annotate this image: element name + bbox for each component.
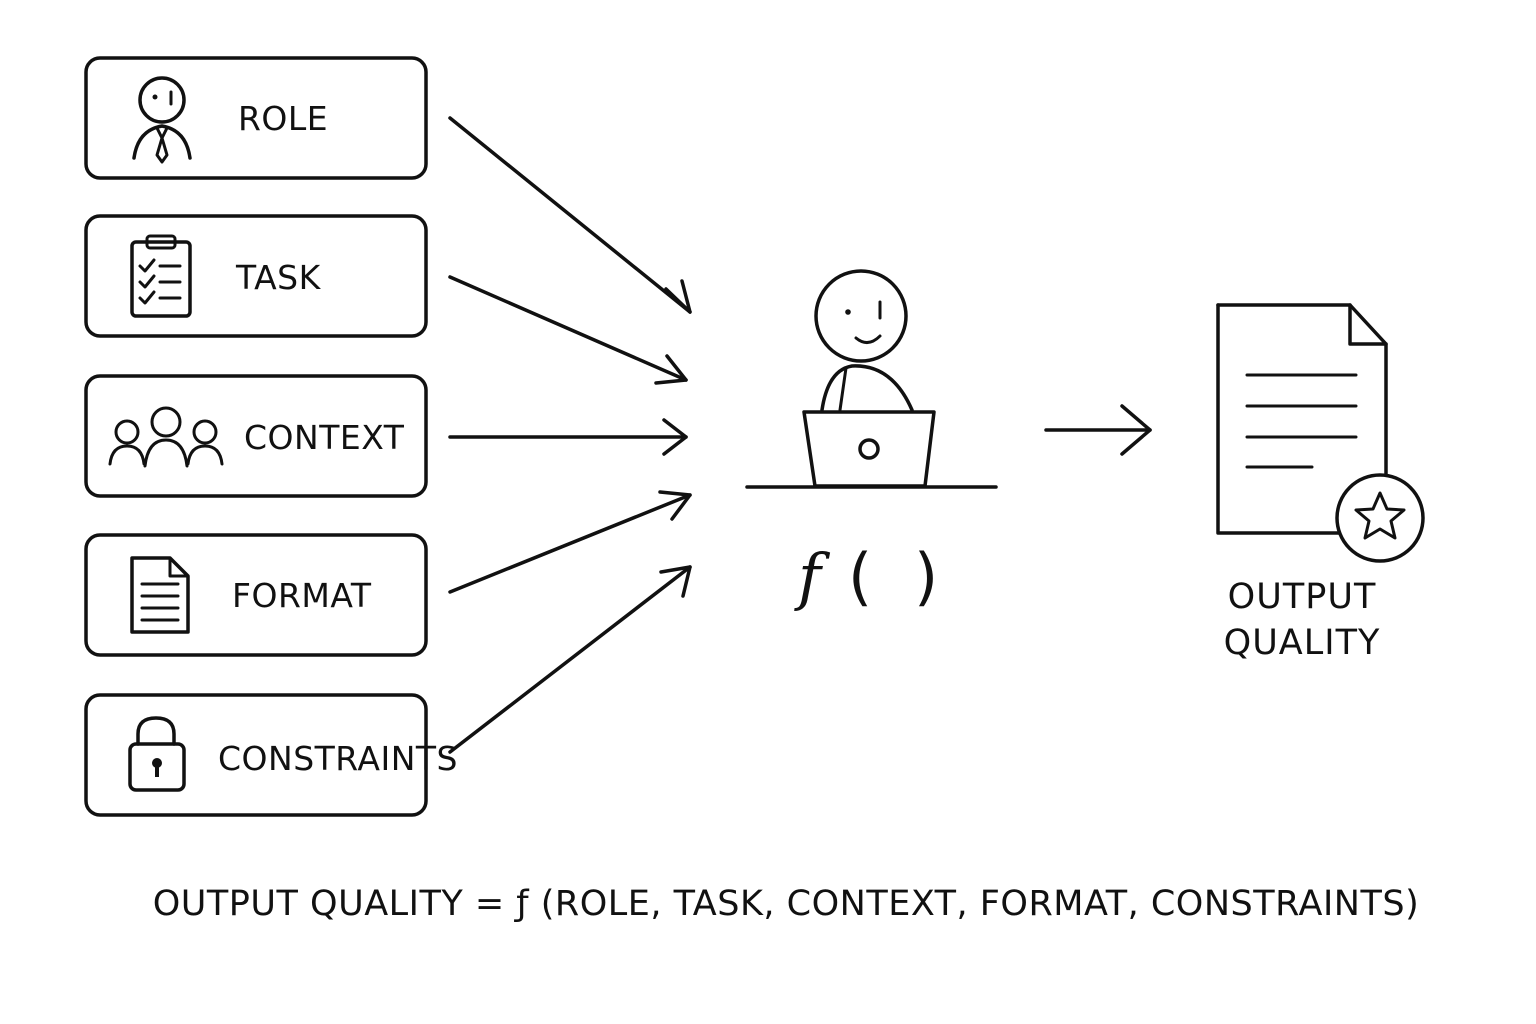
- arrow-constraints: [448, 565, 692, 754]
- function-close-paren: ): [914, 540, 938, 613]
- output-label-line2: QUALITY: [1224, 623, 1381, 663]
- input-label-format: FORMAT: [232, 576, 372, 615]
- document-star-icon: [1216, 303, 1425, 563]
- input-box-constraints: CONSTRAINTS: [84, 693, 458, 817]
- function-f: f: [794, 540, 831, 613]
- input-label-context: CONTEXT: [244, 418, 405, 457]
- input-label-task: TASK: [235, 258, 322, 297]
- input-box-context: CONTEXT: [84, 374, 428, 498]
- document-icon: [130, 556, 190, 634]
- output-arrow: [1044, 404, 1152, 456]
- output-label-line1: OUTPUT: [1228, 577, 1377, 617]
- padlock-icon: [128, 716, 186, 792]
- clipboard-checklist-icon: [130, 234, 192, 318]
- function-symbol: f ( ): [794, 540, 938, 613]
- function-open-paren: (: [848, 540, 872, 613]
- input-label-role: ROLE: [238, 99, 328, 138]
- input-label-constraints: CONSTRAINTS: [218, 739, 458, 778]
- person-laptop-icon: [745, 269, 998, 489]
- people-group-icon: [108, 406, 224, 468]
- input-arrows: [448, 116, 692, 754]
- input-box-format: FORMAT: [84, 533, 428, 657]
- output-label: OUTPUT QUALITY: [1224, 577, 1381, 663]
- formula-caption: OUTPUT QUALITY = ƒ (ROLE, TASK, CONTEXT,…: [153, 884, 1419, 924]
- input-box-role: ROLE: [84, 56, 428, 180]
- input-box-task: TASK: [84, 214, 428, 338]
- arrow-context: [448, 418, 688, 456]
- arrow-role: [448, 116, 692, 314]
- arrow-format: [448, 490, 692, 594]
- arrow-task: [448, 275, 688, 385]
- person-tie-icon: [132, 76, 192, 164]
